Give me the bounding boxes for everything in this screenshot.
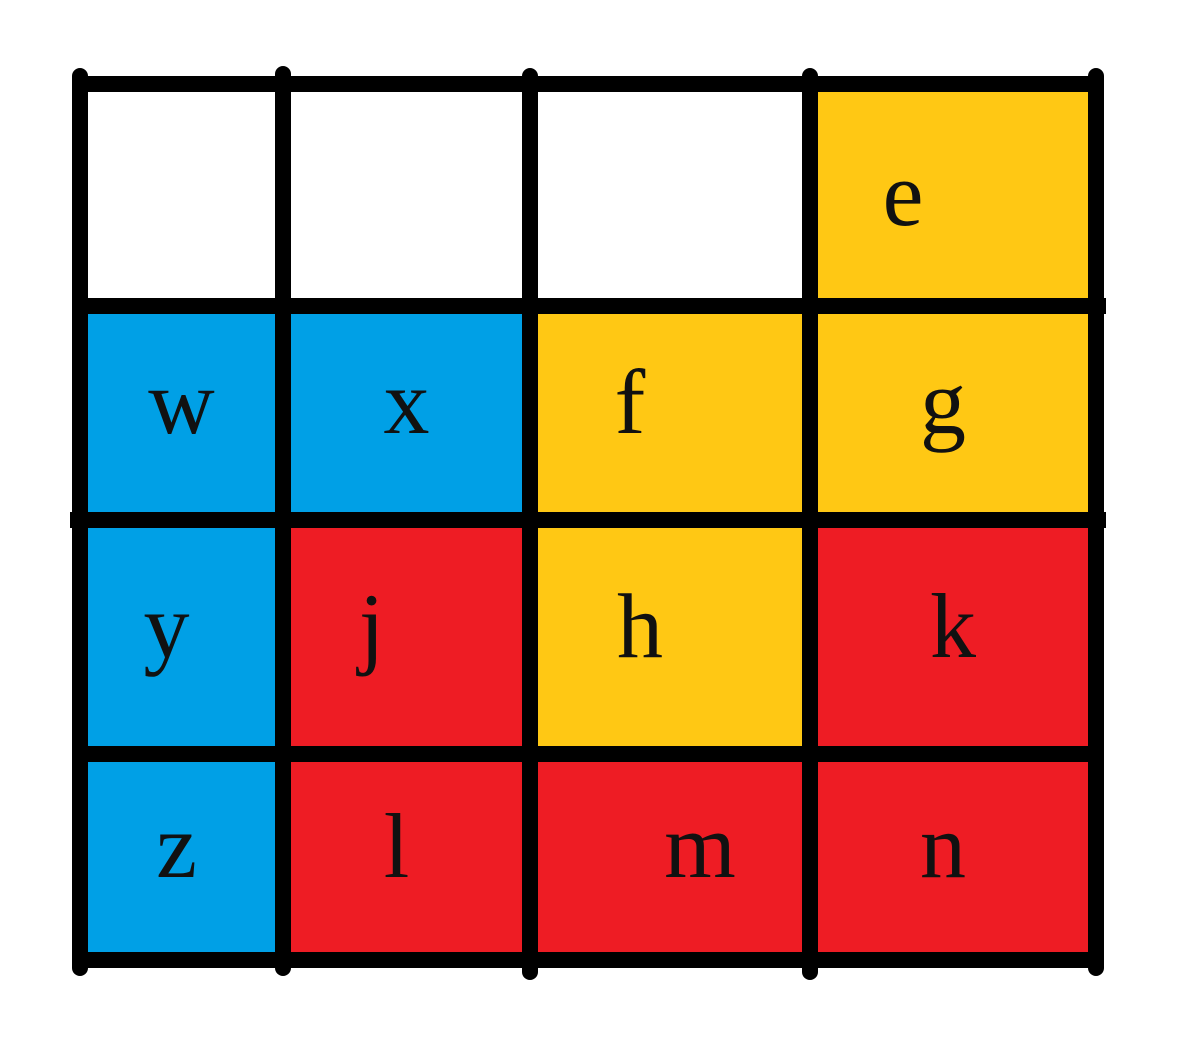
grid-cell-k [810, 520, 1096, 754]
grid-cell-n [810, 754, 1096, 960]
cell-label-n: n [920, 795, 966, 897]
cell-label-k: k [930, 575, 976, 677]
grid-cell-empty-0-1 [283, 84, 530, 306]
cell-label-y: y [144, 575, 190, 677]
grid-cell-m [530, 754, 810, 960]
grid-cell-g [810, 306, 1096, 520]
cell-label-l: l [384, 795, 410, 897]
grid-cell-f [530, 306, 810, 520]
grid-lines [70, 66, 1106, 980]
cell-label-w: w [148, 351, 215, 453]
cell-label-e: e [883, 143, 924, 245]
grid-cell-empty-0-2 [530, 84, 810, 306]
grid-cell-w [80, 306, 283, 520]
cell-label-m: m [664, 795, 736, 897]
grid-cell-j [283, 520, 530, 754]
cell-label-j: j [356, 575, 385, 677]
cell-label-z: z [156, 795, 197, 897]
grid-cell-x [283, 306, 530, 520]
grid-cell-e [810, 84, 1096, 306]
grid-cells [80, 84, 1096, 960]
grid-cell-h [530, 520, 810, 754]
grid-cell-l [283, 754, 530, 960]
cell-label-f: f [615, 351, 646, 453]
grid-cell-empty-0-0 [80, 84, 283, 306]
cell-label-g: g [920, 351, 966, 453]
grid-cell-y [80, 520, 283, 754]
grid-cell-z [80, 754, 283, 960]
grid-labels: e w x f g y j h k z l m n [144, 143, 977, 897]
cell-label-h: h [617, 575, 663, 677]
cell-label-x: x [384, 351, 430, 453]
